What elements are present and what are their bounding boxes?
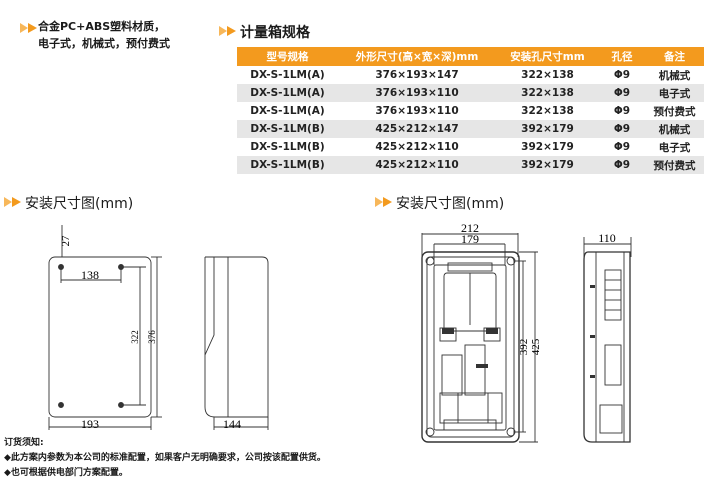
header-model: 型号规格 — [237, 47, 338, 66]
notes-title: 订货须知: — [4, 438, 44, 448]
notes-line-1: ◆此方案内参数为本公司的标准配置，如果客户无明确要求，公司按该配置供货。 — [4, 453, 326, 463]
order-notes: 订货须知: ◆此方案内参数为本公司的标准配置，如果客户无明确要求，公司按该配置供… — [4, 436, 326, 481]
cell-outer-size: 376×193×110 — [338, 102, 496, 120]
cell-outer-size: 425×212×147 — [338, 120, 496, 138]
cell-model: DX-S-1LM(B) — [237, 156, 338, 174]
box-front-outline — [421, 251, 520, 443]
section-arrow-icon — [4, 197, 21, 207]
header-hole-size: 安装孔尺寸mm — [496, 47, 599, 66]
cell-hole-diameter: Φ9 — [599, 66, 645, 84]
right-drawing-title: 安装尺寸图(mm) — [396, 196, 505, 212]
dim-height: 425 — [530, 338, 542, 355]
table-row: DX-S-1LM(A) 376×193×110 322×138 Φ9 电子式 — [237, 84, 704, 102]
cell-hole-size: 392×179 — [496, 138, 599, 156]
dim-outer-width: 212 — [461, 221, 479, 235]
cell-outer-size: 376×193×110 — [338, 84, 496, 102]
cell-hole-size: 322×138 — [496, 66, 599, 84]
section-arrow-icon — [375, 197, 392, 207]
table-row: DX-S-1LM(B) 425×212×110 392×179 Φ9 电子式 — [237, 138, 704, 156]
mounting-hole — [58, 402, 64, 408]
dim-width: 193 — [81, 417, 99, 431]
cell-remark: 预付费式 — [645, 102, 704, 120]
cell-model: DX-S-1LM(A) — [237, 66, 338, 84]
dim-hole-height: 322 — [130, 330, 140, 344]
cell-model: DX-S-1LM(A) — [237, 102, 338, 120]
mounting-hole — [425, 427, 435, 437]
cell-hole-size: 392×179 — [496, 120, 599, 138]
cell-hole-diameter: Φ9 — [599, 156, 645, 174]
intro-line-1: 合金PC+ABS塑料材质， — [38, 20, 166, 33]
dim-depth: 110 — [598, 231, 616, 245]
cell-hole-diameter: Φ9 — [599, 120, 645, 138]
cell-remark: 电子式 — [645, 84, 704, 102]
cell-remark: 预付费式 — [645, 156, 704, 174]
cell-hole-size: 322×138 — [496, 102, 599, 120]
dim-height: 376 — [147, 330, 157, 344]
header-remark: 备注 — [645, 47, 704, 66]
table-row: DX-S-1LM(A) 376×193×110 322×138 Φ9 预付费式 — [237, 102, 704, 120]
cell-model: DX-S-1LM(B) — [237, 138, 338, 156]
cell-hole-diameter: Φ9 — [599, 84, 645, 102]
table-row: DX-S-1LM(B) 425×212×110 392×179 Φ9 预付费式 — [237, 156, 704, 174]
dim-hole-width: 179 — [461, 232, 479, 246]
dim-hole-width: 138 — [81, 268, 99, 282]
cell-remark: 机械式 — [645, 120, 704, 138]
spec-table: 型号规格 外形尺寸(高×宽×深)mm 安装孔尺寸mm 孔径 备注 DX-S-1L… — [237, 47, 704, 174]
right-drawing: 212 179 392 425 110 — [421, 221, 632, 443]
left-drawing: 27 138 322 376 193 144 — [48, 225, 269, 431]
table-row: DX-S-1LM(A) 376×193×147 322×138 Φ9 机械式 — [237, 66, 704, 84]
cell-hole-size: 392×179 — [496, 156, 599, 174]
dim-depth: 144 — [223, 417, 241, 431]
cell-model: DX-S-1LM(A) — [237, 84, 338, 102]
mounting-hole — [58, 264, 64, 270]
bullet-arrow-icon — [20, 23, 37, 33]
section-arrow-icon — [219, 26, 236, 36]
notes-line-2: ◆也可根据供电部门方案配置。 — [4, 468, 128, 478]
cell-remark: 机械式 — [645, 66, 704, 84]
cell-hole-size: 322×138 — [496, 84, 599, 102]
intro-line-2: 电子式，机械式，预付费式 — [38, 37, 170, 50]
dim-hole-height: 392 — [518, 339, 530, 356]
table-row: DX-S-1LM(B) 425×212×147 392×179 Φ9 机械式 — [237, 120, 704, 138]
box-side-outline — [204, 256, 269, 418]
spec-table-header: 型号规格 外形尺寸(高×宽×深)mm 安装孔尺寸mm 孔径 备注 — [237, 47, 704, 66]
intro-text: 合金PC+ABS塑料材质， 电子式，机械式，预付费式 — [38, 18, 170, 52]
mounting-hole — [425, 256, 435, 266]
cell-outer-size: 425×212×110 — [338, 138, 496, 156]
dim-top-offset: 27 — [60, 235, 72, 247]
header-outer-size: 外形尺寸(高×宽×深)mm — [338, 47, 496, 66]
cell-hole-diameter: Φ9 — [599, 138, 645, 156]
left-drawing-title: 安装尺寸图(mm) — [25, 196, 134, 212]
cell-hole-diameter: Φ9 — [599, 102, 645, 120]
spec-section-title: 计量箱规格 — [240, 25, 310, 41]
cell-remark: 电子式 — [645, 138, 704, 156]
cell-outer-size: 376×193×147 — [338, 66, 496, 84]
box-front-outline — [48, 256, 152, 418]
cell-model: DX-S-1LM(B) — [237, 120, 338, 138]
box-side-outline — [583, 251, 631, 443]
header-hole-diameter: 孔径 — [599, 47, 645, 66]
cell-outer-size: 425×212×110 — [338, 156, 496, 174]
